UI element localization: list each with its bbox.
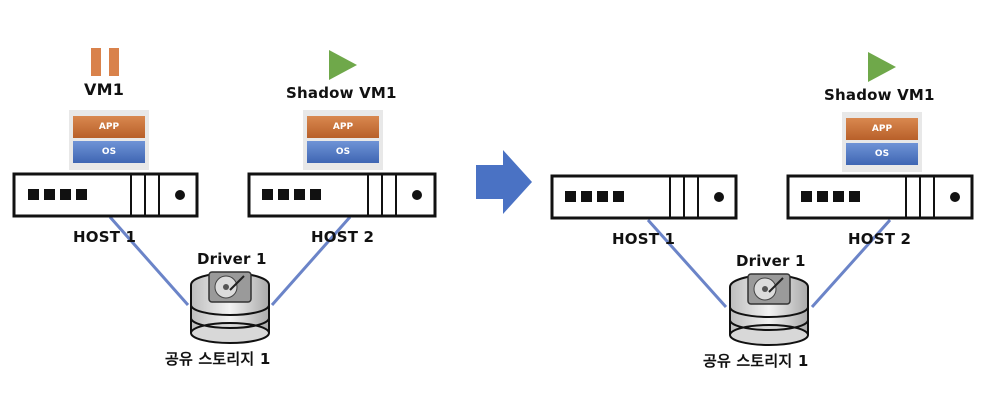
shadow-vm1-app-layer: APP: [307, 116, 379, 138]
transition-arrow: [476, 150, 532, 214]
shadow-vm1-label-right: Shadow VM1: [824, 86, 935, 104]
host2-label-right: HOST 2: [848, 230, 912, 248]
shadow-vm1-label: Shadow VM1: [286, 84, 397, 102]
left-scene: [12, 48, 437, 344]
play-icon: [329, 50, 357, 80]
shared-storage-label-right: 공유 스토리지 1: [703, 352, 809, 370]
shared-storage-icon-right: [729, 273, 809, 346]
shared-storage-label: 공유 스토리지 1: [165, 350, 271, 368]
host2-server: [247, 172, 437, 218]
vm1-label: VM1: [84, 80, 125, 99]
host2-label: HOST 2: [311, 228, 375, 246]
host2-server-right: [786, 174, 974, 220]
play-icon-right: [868, 52, 896, 82]
driver1-label-right: Driver 1: [736, 252, 806, 270]
vm1-os-layer: OS: [73, 141, 145, 163]
shadow-vm1-os-layer-right: OS: [846, 143, 918, 165]
pause-icon: [91, 48, 119, 76]
host1-server: [12, 172, 199, 218]
driver1-label: Driver 1: [197, 250, 267, 268]
host2-storage-link-right: [810, 218, 892, 309]
shadow-vm1-app-layer-right: APP: [846, 118, 918, 140]
host1-server-right: [550, 174, 738, 220]
right-scene: [550, 52, 974, 346]
shadow-vm1-stack: APP OS: [303, 110, 383, 170]
vm1-app-layer: APP: [73, 116, 145, 138]
host1-label-right: HOST 1: [612, 230, 676, 248]
host1-storage-link: [108, 216, 190, 306]
shared-storage-icon: [190, 271, 270, 344]
shadow-vm1-os-layer: OS: [307, 141, 379, 163]
host2-storage-link: [270, 216, 352, 306]
vm1-stack: APP OS: [69, 110, 149, 170]
shadow-vm1-stack-right: APP OS: [842, 112, 922, 172]
host1-label: HOST 1: [73, 228, 137, 246]
host1-storage-link-right: [646, 218, 728, 309]
